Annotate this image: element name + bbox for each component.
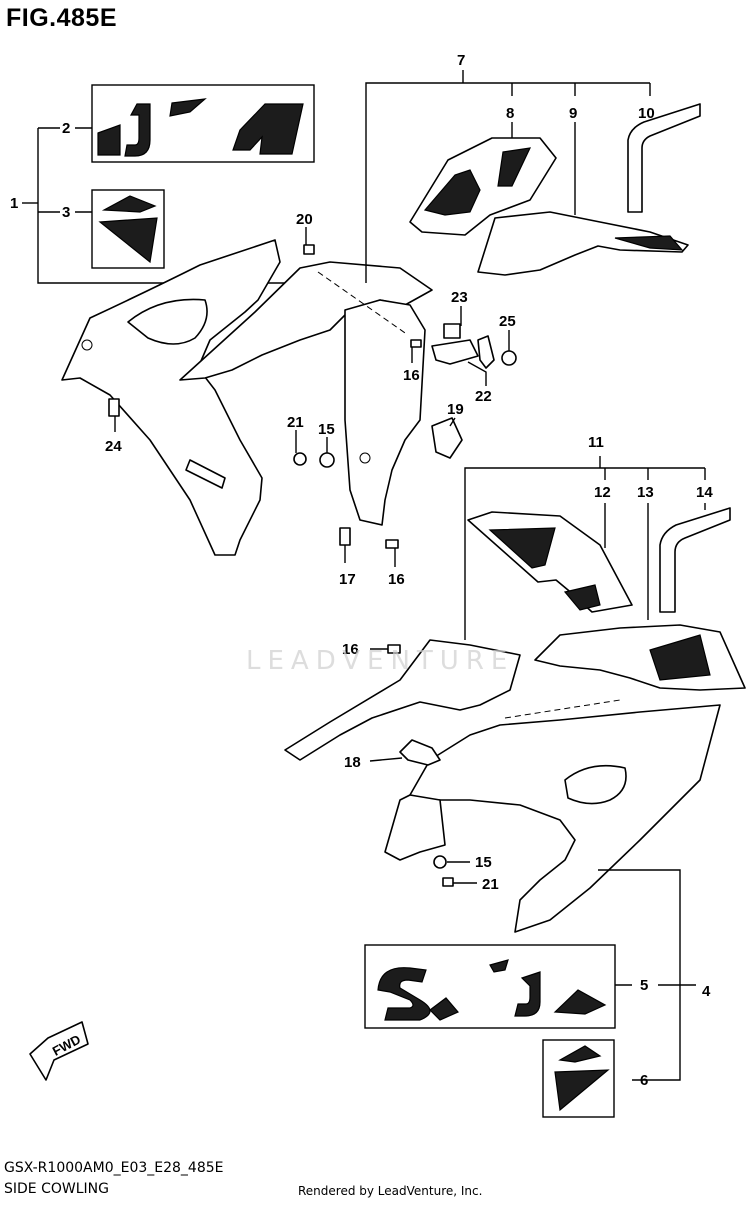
- decal-set-upper-right: [365, 70, 701, 283]
- decal-set-left: [91, 84, 315, 269]
- callout-7: 7: [457, 52, 465, 69]
- callout-16-c: 16: [342, 641, 359, 658]
- decal-set-bottom: [364, 869, 696, 1118]
- upper-side-cowling: [61, 239, 433, 556]
- callout-3: 3: [62, 204, 70, 221]
- callout-8: 8: [506, 105, 514, 122]
- callout-15-lower: 15: [475, 854, 492, 871]
- callout-14: 14: [696, 484, 713, 501]
- callout-24: 24: [105, 438, 122, 455]
- callout-numbers: 1 2 3 4 5 6 7 8 9 10 11 12 13 14 15 15 1…: [10, 52, 713, 1089]
- callout-4: 4: [702, 983, 711, 1000]
- callout-16-b: 16: [388, 571, 405, 588]
- callout-21-upper: 21: [287, 414, 304, 431]
- figure-title: FIG.485E: [6, 4, 117, 32]
- callout-6: 6: [640, 1072, 648, 1089]
- callout-2: 2: [62, 120, 70, 137]
- rendered-by: Rendered by LeadVenture, Inc.: [298, 1184, 483, 1198]
- fwd-arrow-icon: FWD: [29, 1021, 89, 1081]
- callout-9: 9: [569, 105, 577, 122]
- leader-lines: [114, 227, 510, 884]
- callout-18: 18: [344, 754, 361, 771]
- callout-22: 22: [475, 388, 492, 405]
- figure-code: GSX-R1000AM0_E03_E28_485E: [4, 1160, 224, 1176]
- decal-set-lower-right: [464, 456, 746, 691]
- callout-21-lower: 21: [482, 876, 499, 893]
- callout-5: 5: [640, 977, 648, 994]
- callout-20: 20: [296, 211, 313, 228]
- callout-12: 12: [594, 484, 611, 501]
- hardware-upper: [293, 244, 517, 654]
- callout-10: 10: [638, 105, 655, 122]
- callout-17: 17: [339, 571, 356, 588]
- figure-caption: SIDE COWLING: [4, 1181, 109, 1197]
- callout-16-a: 16: [403, 367, 420, 384]
- watermark: LEADVENTURE: [246, 646, 515, 676]
- callout-15-upper: 15: [318, 421, 335, 438]
- callout-13: 13: [637, 484, 654, 501]
- lower-side-cowling: [284, 639, 721, 933]
- callout-11: 11: [588, 434, 604, 451]
- callout-25: 25: [499, 313, 516, 330]
- callout-19: 19: [447, 401, 464, 418]
- callout-1: 1: [10, 195, 18, 212]
- callout-23: 23: [451, 289, 468, 306]
